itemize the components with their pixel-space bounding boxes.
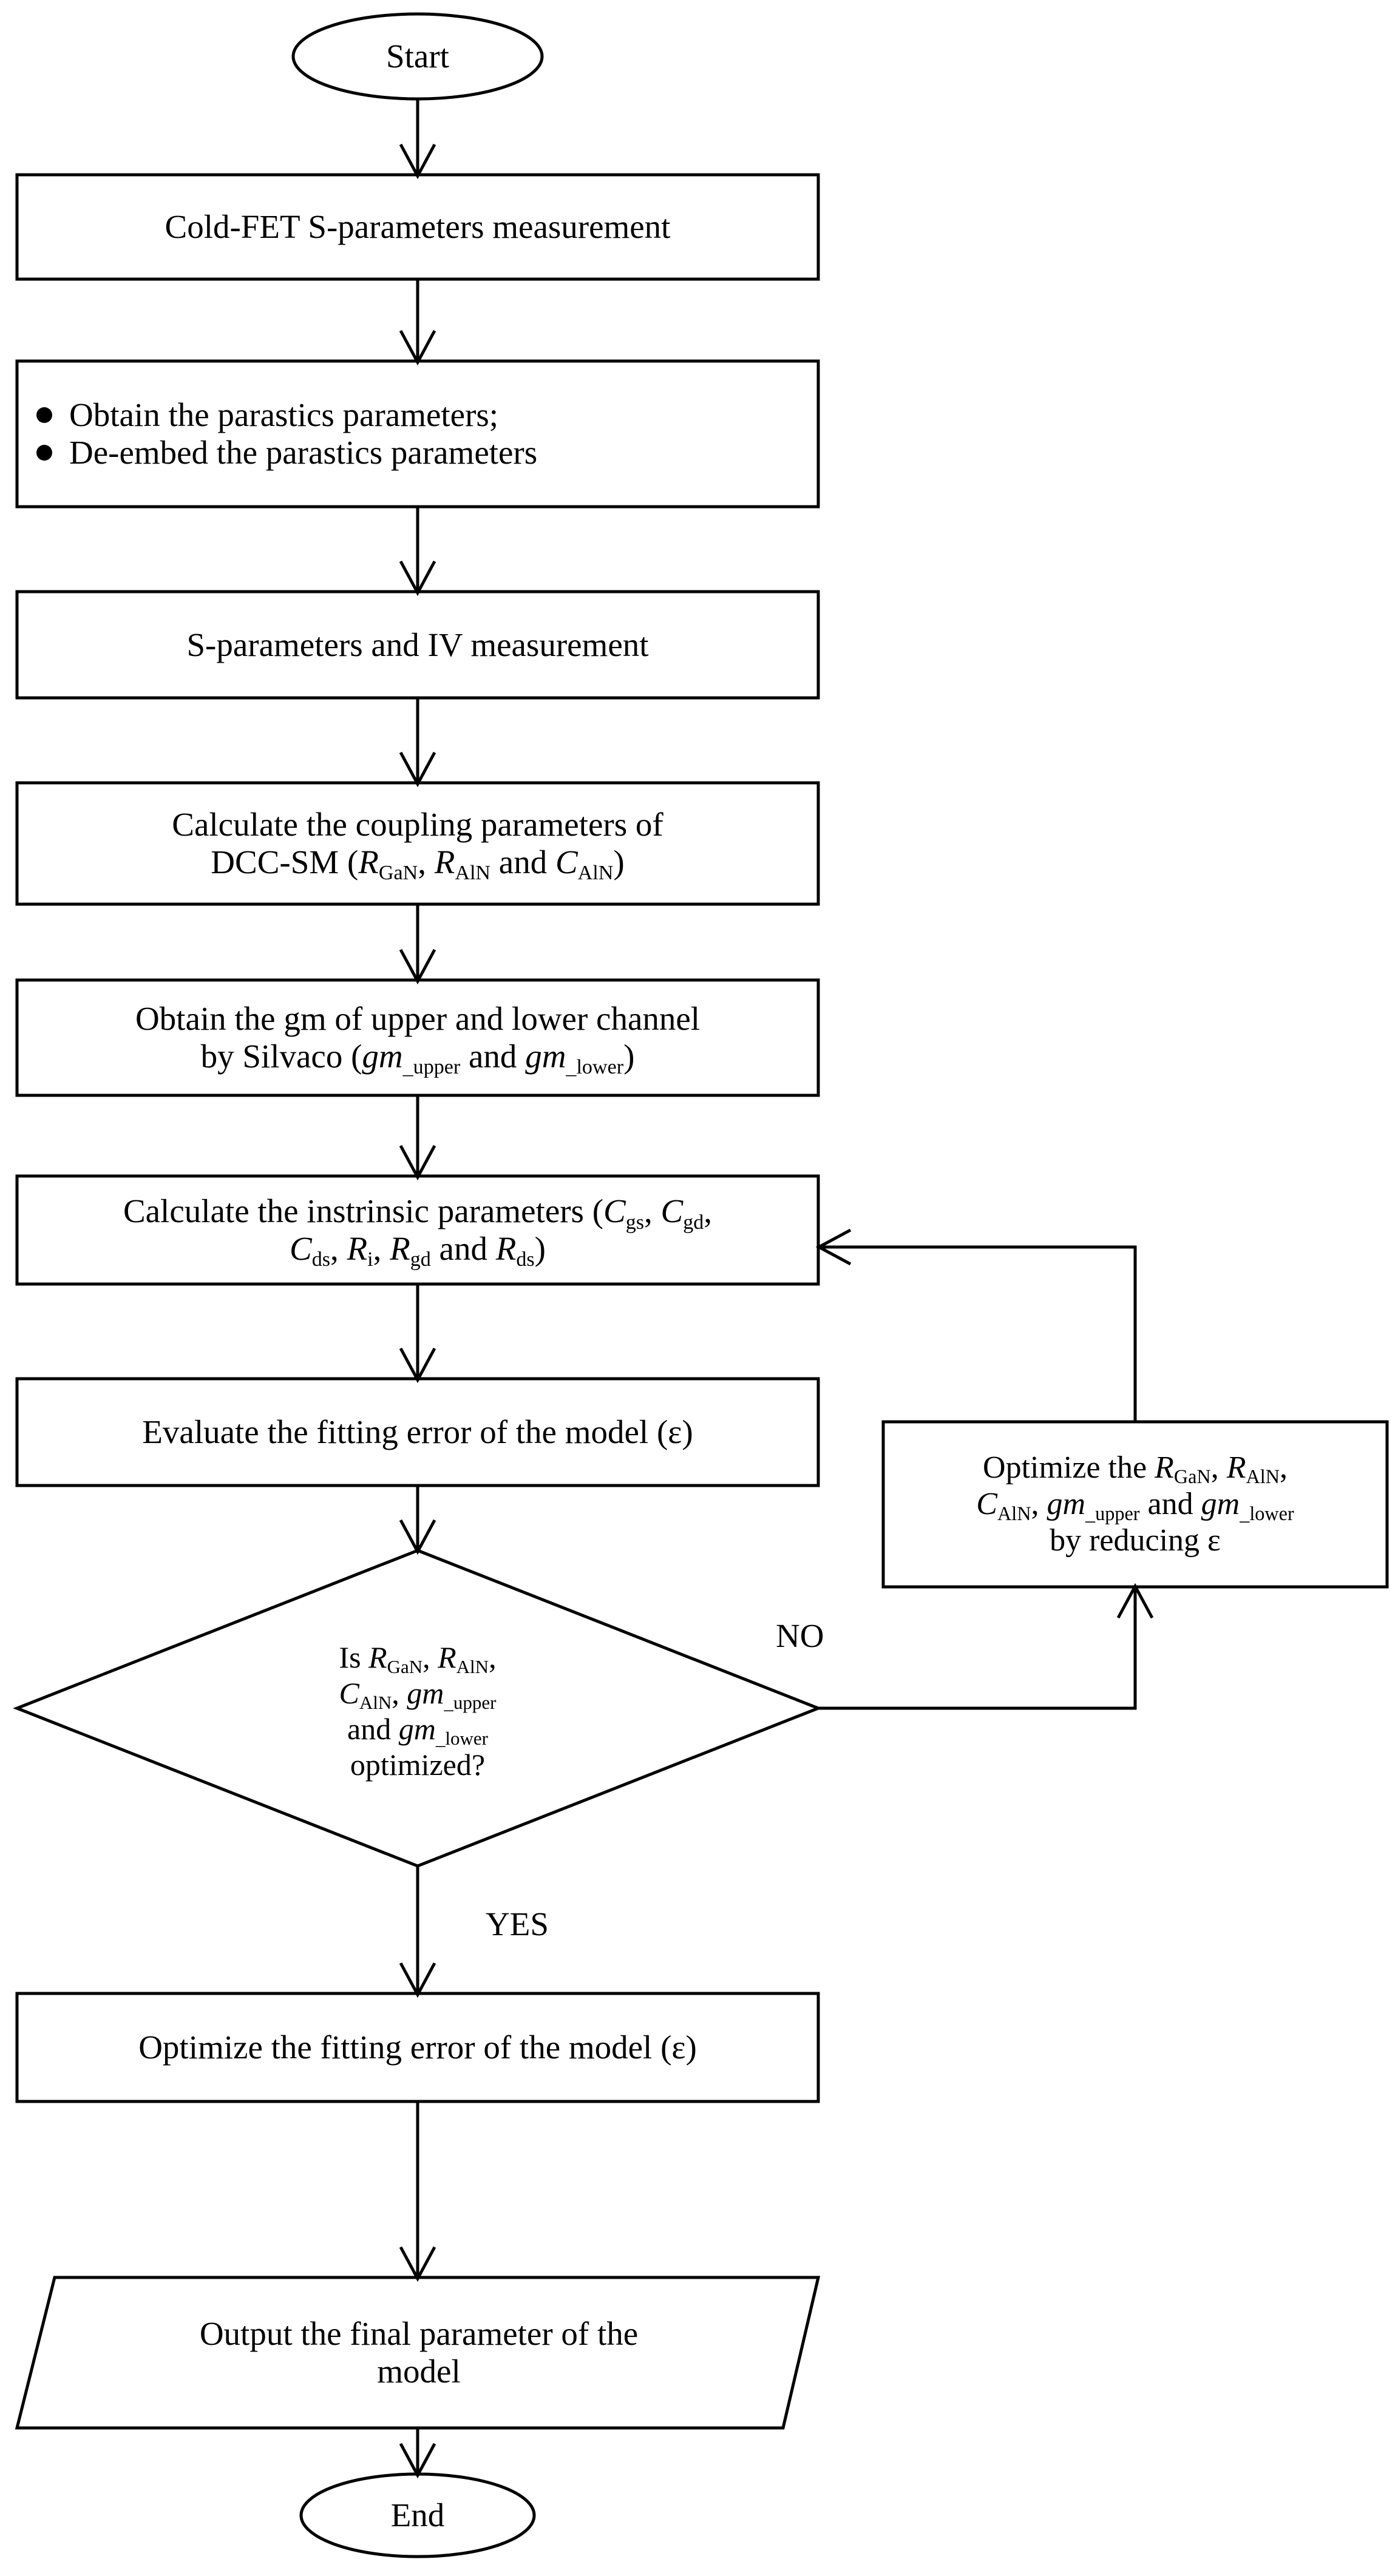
- bullet-item-text: De-embed the parastics parameters: [69, 434, 538, 471]
- arrowhead-decision-yes-to-optimize-error: [399, 1962, 436, 1998]
- node-parasitics-label: Obtain the parastics parameters; De-embe…: [36, 361, 818, 507]
- node-cold-fet-shape[interactable]: [15, 173, 820, 281]
- node-start-label: Start: [386, 38, 449, 75]
- node-optimize-params-line3: by reducing ε: [1050, 1523, 1221, 1558]
- arrowhead-cold-fet-to-parasitics: [399, 330, 436, 366]
- node-intrinsic-line2: Cds, Ri, Rgd and Rds): [290, 1230, 546, 1271]
- bullet-item-text: Obtain the parastics parameters;: [69, 396, 499, 434]
- arrowhead-sparam-iv-to-coupling: [399, 751, 436, 788]
- node-optimize-error-label: Optimize the fitting error of the model …: [138, 2029, 697, 2066]
- node-decision-line3: and gm_lower: [347, 1712, 488, 1749]
- bullet-item: De-embed the parastics parameters: [36, 434, 537, 472]
- node-optimize-params-label: Optimize the RGaN, RAlN, CAlN, gm_upper …: [883, 1422, 1387, 1587]
- arrowhead-parasitics-to-sparam-iv: [399, 560, 436, 597]
- node-gm-label: Obtain the gm of upper and lower channel…: [17, 980, 818, 1095]
- node-optimize-params-shape[interactable]: [881, 1420, 1389, 1589]
- node-decision-line2: CAlN, gm_upper: [339, 1676, 497, 1714]
- node-coupling-line2: DCC-SM (RGaN, RAlN and CAlN): [211, 843, 625, 885]
- bullet-dot-icon: [36, 407, 52, 424]
- node-optimize-error-shape[interactable]: [15, 1992, 820, 2103]
- arrowhead-start-to-cold-fet: [399, 143, 436, 180]
- node-optimize-params-line2: CAlN, gm_upper and gm_lower: [976, 1486, 1294, 1524]
- arrowhead-evaluate-to-decision: [399, 1519, 436, 1555]
- arrowhead-decision-no-to-optimize-params: [1116, 1583, 1154, 1619]
- node-intrinsic-line1: Calculate the instrinsic parameters (Cgs…: [123, 1192, 713, 1234]
- arrowhead-gm-to-intrinsic: [399, 1144, 436, 1181]
- node-output-label: Output the final parameter of the model: [36, 2277, 801, 2428]
- node-output-line1: Output the final parameter of the: [199, 2315, 639, 2353]
- edge-optimize-params-to-intrinsic: [819, 1245, 1137, 1422]
- node-decision-label: Is RGaN, RAlN, CAlN, gm_upper and gm_low…: [211, 1590, 624, 1833]
- arrowhead-output-to-end: [399, 2442, 436, 2479]
- node-cold-fet-label: Cold-FET S-parameters measurement: [165, 208, 671, 246]
- node-optimize-params-line1: Optimize the RGaN, RAlN,: [983, 1450, 1288, 1488]
- node-coupling-line1: Calculate the coupling parameters of: [172, 806, 663, 843]
- arrowhead-optimize-error-to-output: [399, 2246, 436, 2282]
- node-gm-line2: by Silvaco (gm_upper and gm_lower): [200, 1038, 635, 1079]
- arrowhead-optimize-params-to-intrinsic: [815, 1228, 852, 1266]
- node-end-label: End: [390, 2497, 445, 2534]
- node-output-line2: model: [377, 2353, 461, 2390]
- node-evaluate-label: Evaluate the fitting error of the model …: [142, 1413, 693, 1451]
- bullet-dot-icon: [36, 444, 52, 461]
- node-coupling-label: Calculate the coupling parameters of DCC…: [17, 783, 818, 904]
- arrowhead-coupling-to-gm: [399, 948, 436, 985]
- node-sparam-iv-shape[interactable]: [15, 590, 820, 700]
- node-evaluate-shape[interactable]: [15, 1377, 820, 1487]
- node-sparam-iv-label: S-parameters and IV measurement: [186, 626, 649, 663]
- node-output-shape[interactable]: [15, 2276, 821, 2430]
- node-decision-line4: optimized?: [350, 1748, 486, 1782]
- node-decision-line1: Is RGaN, RAlN,: [339, 1640, 497, 1678]
- node-intrinsic-label: Calculate the instrinsic parameters (Cgs…: [17, 1176, 818, 1284]
- edge-label-no: NO: [776, 1617, 824, 1654]
- arrowhead-intrinsic-to-evaluate: [399, 1347, 436, 1384]
- edge-decision-no-to-optimize-params: [818, 1587, 1137, 1710]
- edge-label-yes: YES: [486, 1905, 549, 1942]
- node-gm-line1: Obtain the gm of upper and lower channel: [135, 1000, 701, 1038]
- bullet-item: Obtain the parastics parameters;: [36, 396, 498, 434]
